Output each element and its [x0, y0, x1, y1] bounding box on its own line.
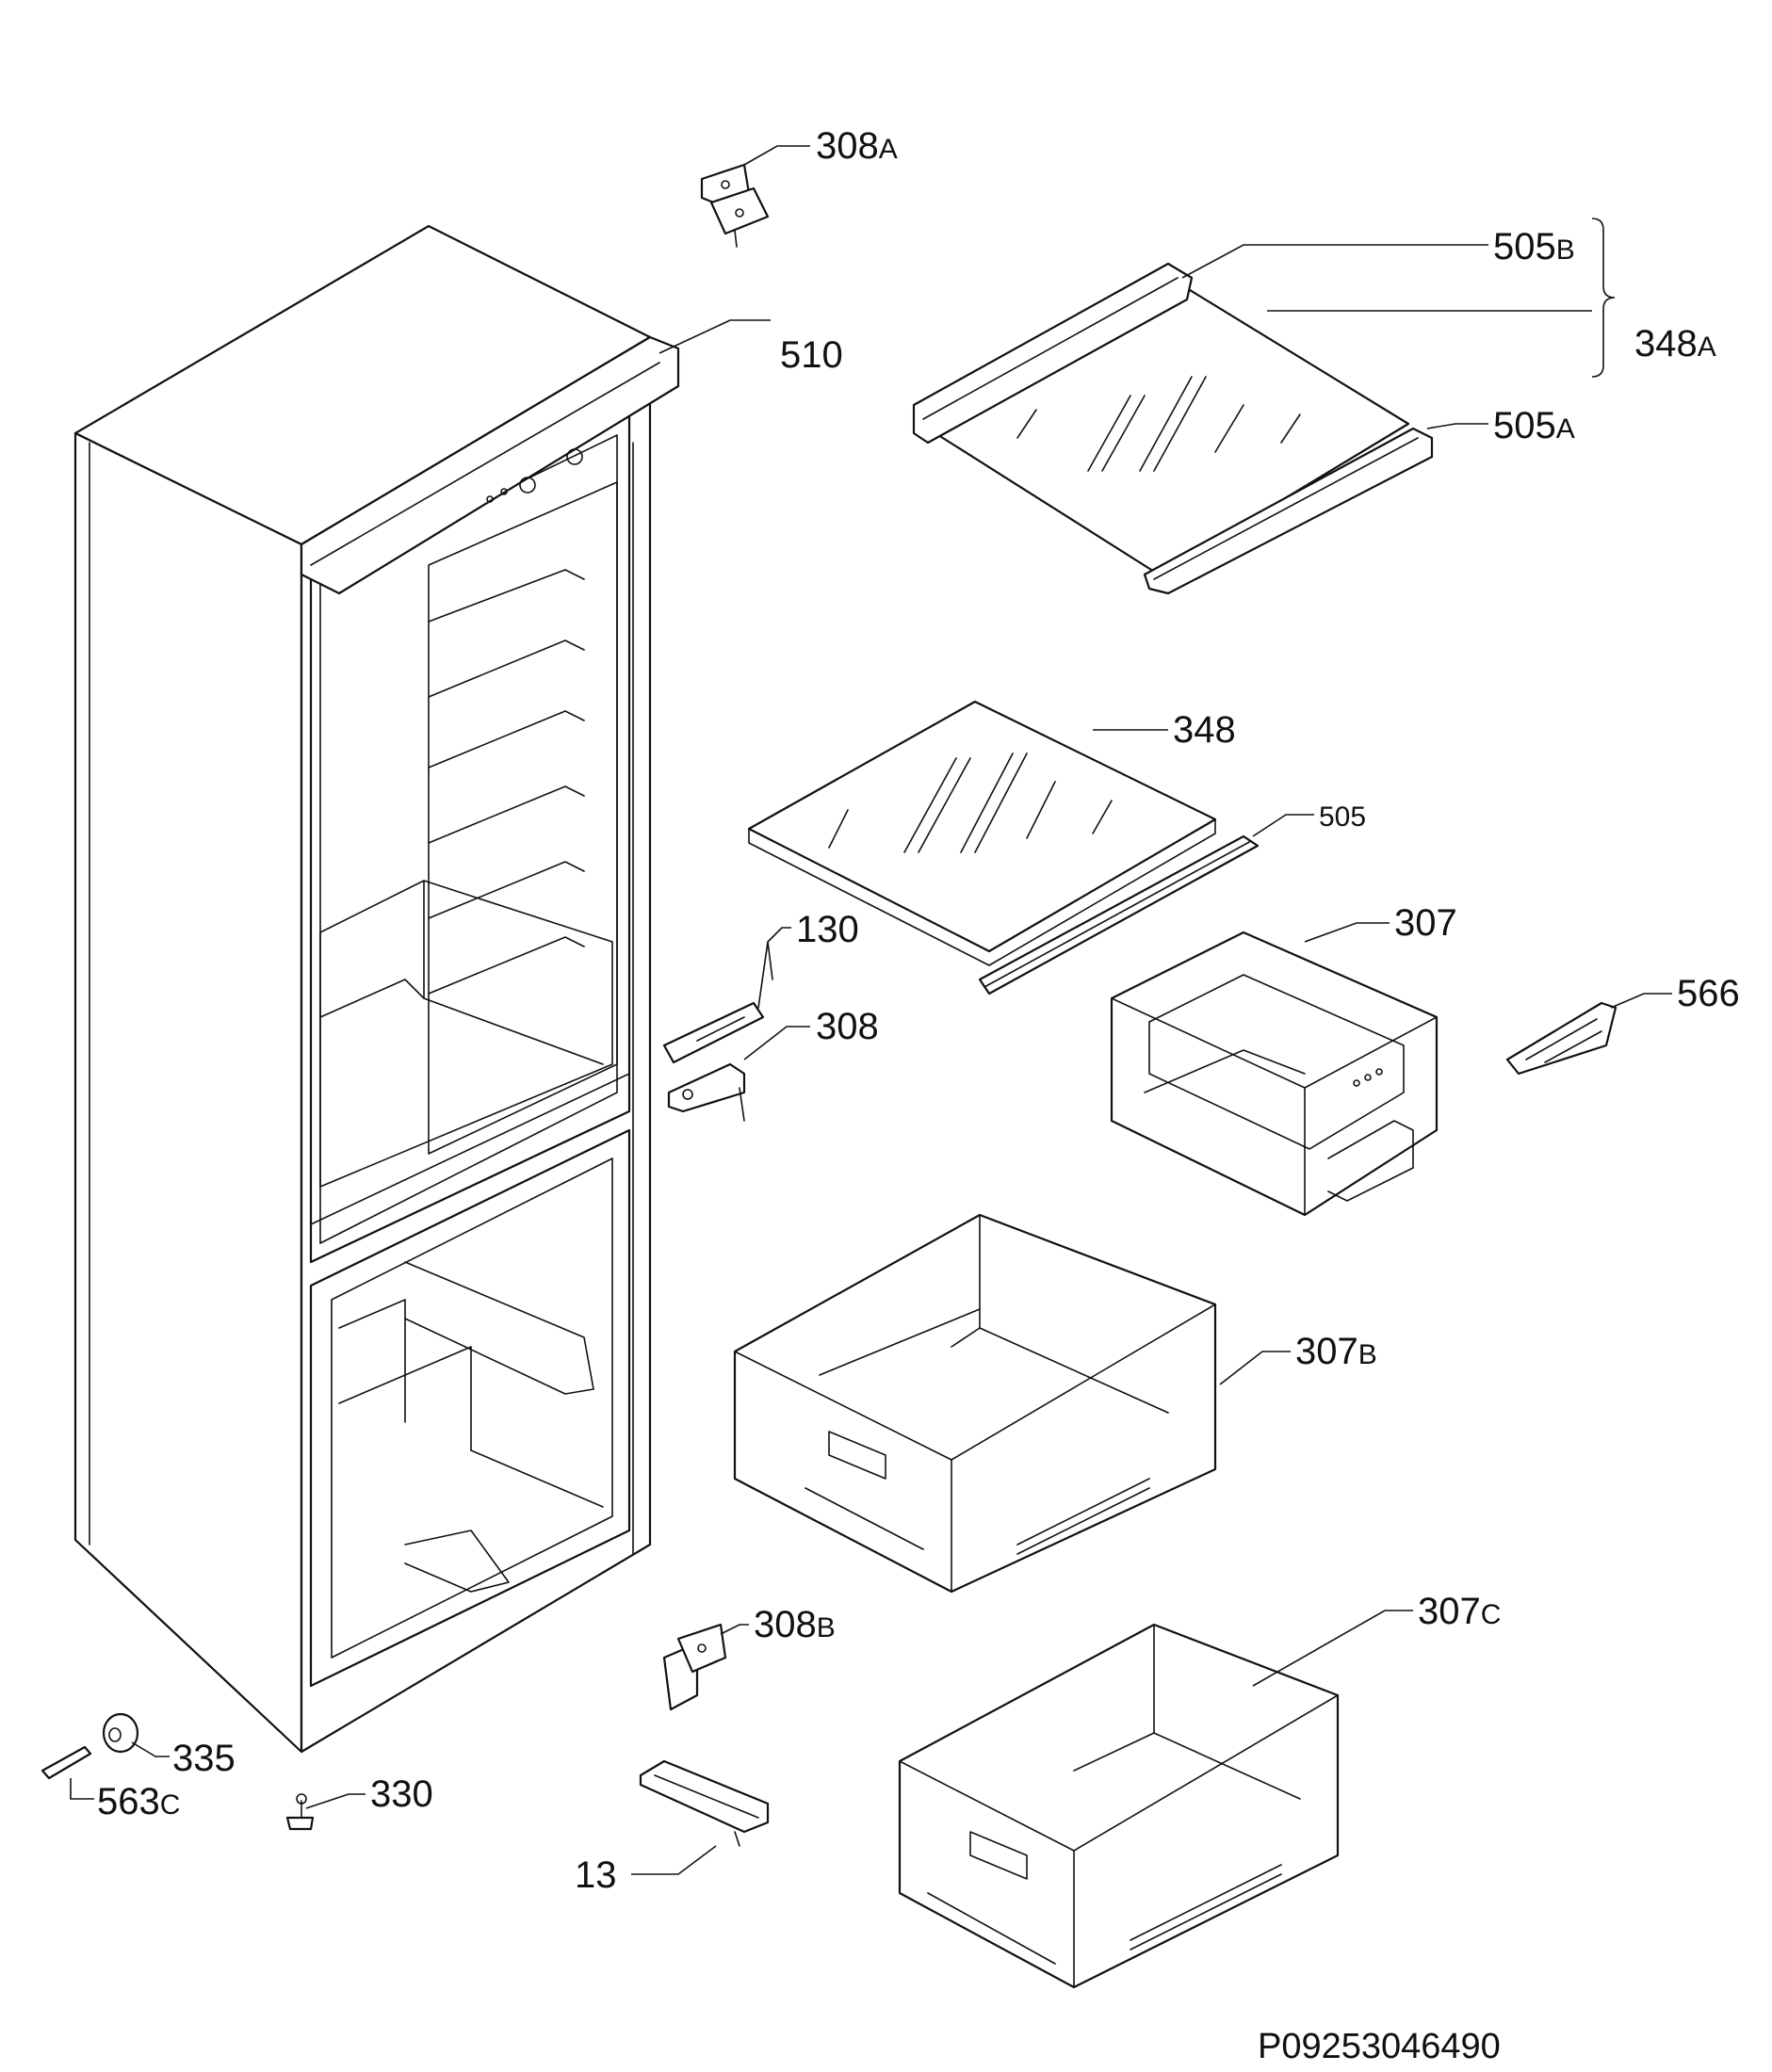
door-stop-part [662, 941, 773, 1064]
label-566: 566 [1677, 973, 1740, 1014]
freezer-drawer-lower [898, 1623, 1340, 1989]
label-348a: 348A [1634, 323, 1716, 364]
label-307c: 307C [1418, 1591, 1501, 1632]
pin-part [41, 1745, 92, 1780]
foot-part [102, 1712, 139, 1754]
label-307: 307 [1394, 902, 1457, 944]
middle-hinge-part [667, 1062, 746, 1122]
label-308b: 308B [754, 1604, 836, 1645]
label-510: 510 [780, 334, 843, 376]
label-307b: 307B [1295, 1331, 1377, 1372]
label-505a: 505A [1493, 405, 1575, 446]
label-330: 330 [370, 1773, 433, 1815]
freezer-drawer-upper [733, 1213, 1217, 1594]
label-13: 13 [575, 1854, 617, 1896]
label-563c: 563C [97, 1781, 180, 1822]
shelf-trim [978, 834, 1260, 996]
door-handle-part [639, 1759, 770, 1847]
fridge-cabinet [73, 224, 680, 1754]
glass-shelf-with-trims [912, 262, 1434, 595]
glass-shelf [747, 700, 1217, 966]
label-335: 335 [172, 1738, 236, 1779]
screw-part [285, 1793, 315, 1831]
label-308: 308 [816, 1006, 879, 1047]
label-130: 130 [796, 909, 859, 950]
label-308a: 308A [816, 125, 898, 167]
leader-lines [70, 145, 1672, 1875]
door-bin [1110, 931, 1439, 1217]
diagram-reference-code: P09253046490 [1258, 2027, 1501, 2066]
label-505: 505 [1319, 801, 1366, 833]
label-348: 348 [1173, 709, 1236, 751]
bottom-hinge-part [662, 1623, 727, 1711]
hinge-cover-part [1505, 1001, 1618, 1076]
label-505b: 505B [1493, 226, 1575, 267]
top-hinge-part [700, 163, 770, 248]
